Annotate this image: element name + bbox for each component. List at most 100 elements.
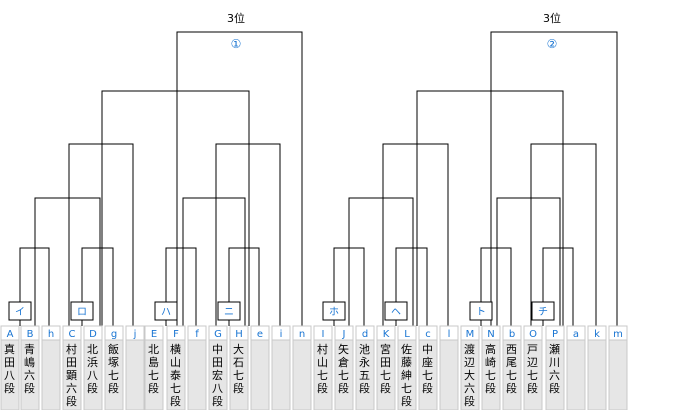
player-column: b 西尾七段 bbox=[502, 325, 522, 410]
player-name: 瀬川六段 bbox=[549, 342, 561, 395]
bracket-final-1-line bbox=[176, 31, 303, 326]
player-name-cell bbox=[208, 339, 228, 410]
match-label-boxes: イロハニホヘトチ bbox=[8, 301, 555, 321]
slot-label: a bbox=[573, 329, 579, 340]
player-name-cell bbox=[20, 339, 40, 410]
bracket-r1-right-2 bbox=[496, 197, 561, 326]
final-circle-label: ① bbox=[231, 37, 242, 51]
player-column: m bbox=[608, 325, 628, 410]
match-label: ロ bbox=[77, 307, 87, 318]
player-name-cell bbox=[313, 339, 333, 410]
match-label: ト bbox=[476, 307, 486, 318]
slot-label: O bbox=[529, 329, 537, 340]
player-column: L 佐藤紳七段 bbox=[397, 325, 417, 410]
bracket-r0-right-2 bbox=[395, 247, 428, 326]
slot-label: M bbox=[466, 329, 475, 340]
bracket-lines bbox=[19, 31, 618, 326]
player-name: 西尾七段 bbox=[506, 343, 518, 395]
bracket-r0-right-3 bbox=[480, 247, 512, 326]
match-label: イ bbox=[15, 307, 25, 318]
slot-label: P bbox=[552, 329, 558, 340]
bracket-r1-left-2 bbox=[182, 197, 246, 326]
slot-label: g bbox=[111, 329, 117, 340]
player-column: P 瀬川六段 bbox=[545, 325, 565, 410]
match-label: ヘ bbox=[391, 307, 401, 318]
player-name: 戸辺七段 bbox=[527, 343, 539, 395]
player-name: 中座七段 bbox=[422, 343, 434, 395]
slot-label: H bbox=[235, 329, 243, 340]
player-name: 横山泰七段 bbox=[170, 342, 182, 408]
match-label-box bbox=[322, 301, 346, 321]
match-label-box bbox=[154, 301, 178, 321]
player-name-cell bbox=[397, 339, 417, 410]
player-name-cell bbox=[355, 339, 375, 410]
player-name-cell bbox=[0, 339, 20, 410]
player-name: 村田顕六段 bbox=[66, 342, 78, 408]
player-column: E 北島七段 bbox=[144, 325, 164, 410]
player-column: e bbox=[250, 325, 270, 410]
player-name: 北島七段 bbox=[148, 343, 160, 395]
player-name-cell bbox=[418, 339, 438, 410]
player-name-cell bbox=[229, 339, 249, 410]
player-column: f bbox=[187, 325, 207, 410]
player-column: k bbox=[587, 325, 607, 410]
player-name: 青嶋六段 bbox=[24, 343, 36, 395]
player-column: C 村田顕六段 bbox=[62, 325, 82, 410]
bracket-r2-left-1 bbox=[68, 143, 134, 326]
player-name-cell bbox=[187, 339, 207, 410]
player-name-cell bbox=[166, 339, 186, 410]
bracket-r2-left-2 bbox=[215, 143, 281, 326]
player-name-cell bbox=[292, 339, 312, 410]
slot-label: l bbox=[448, 329, 451, 340]
bracket-r0-right-1 bbox=[333, 247, 365, 326]
bracket-r1-right-1 bbox=[348, 197, 414, 326]
player-name: 宮田七段 bbox=[380, 342, 392, 395]
player-name-cell bbox=[104, 339, 124, 410]
slot-label: j bbox=[133, 329, 137, 340]
match-label-box bbox=[531, 301, 555, 321]
bracket-r1-left-1 bbox=[34, 197, 101, 326]
player-name-cell bbox=[481, 339, 501, 410]
player-name: 真田八段 bbox=[4, 342, 16, 395]
match-label-box bbox=[8, 301, 32, 321]
bracket-r0-left-1 bbox=[19, 247, 50, 326]
player-column: l bbox=[439, 325, 459, 410]
slot-label: G bbox=[214, 329, 222, 340]
slot-label: I bbox=[322, 329, 325, 340]
slot-label: b bbox=[509, 329, 515, 340]
bracket-r0-right-4 bbox=[542, 247, 574, 326]
player-name-cell bbox=[376, 339, 396, 410]
slot-label: E bbox=[151, 329, 157, 340]
player-column: n bbox=[292, 325, 312, 410]
player-column: h bbox=[41, 325, 61, 410]
bracket-r0-left-4 bbox=[228, 247, 260, 326]
slot-label: d bbox=[362, 329, 368, 340]
player-name-cell bbox=[460, 339, 480, 410]
match-label: ホ bbox=[329, 306, 339, 318]
bracket-final-2-line bbox=[490, 31, 618, 326]
player-column: i bbox=[271, 325, 291, 410]
slot-label: C bbox=[69, 329, 76, 340]
player-name-cell bbox=[334, 339, 354, 410]
match-label: ニ bbox=[224, 307, 234, 318]
final-rank-label: 3位 bbox=[227, 11, 245, 25]
player-name-cell bbox=[523, 339, 543, 410]
player-name-cell bbox=[545, 339, 565, 410]
player-name: 佐藤紳七段 bbox=[401, 342, 413, 408]
player-name-cell bbox=[566, 339, 586, 410]
slot-label: L bbox=[404, 329, 410, 340]
slot-label: m bbox=[613, 329, 623, 340]
player-column: O 戸辺七段 bbox=[523, 325, 543, 410]
player-name-cell bbox=[250, 339, 270, 410]
player-name-cell bbox=[62, 339, 82, 410]
